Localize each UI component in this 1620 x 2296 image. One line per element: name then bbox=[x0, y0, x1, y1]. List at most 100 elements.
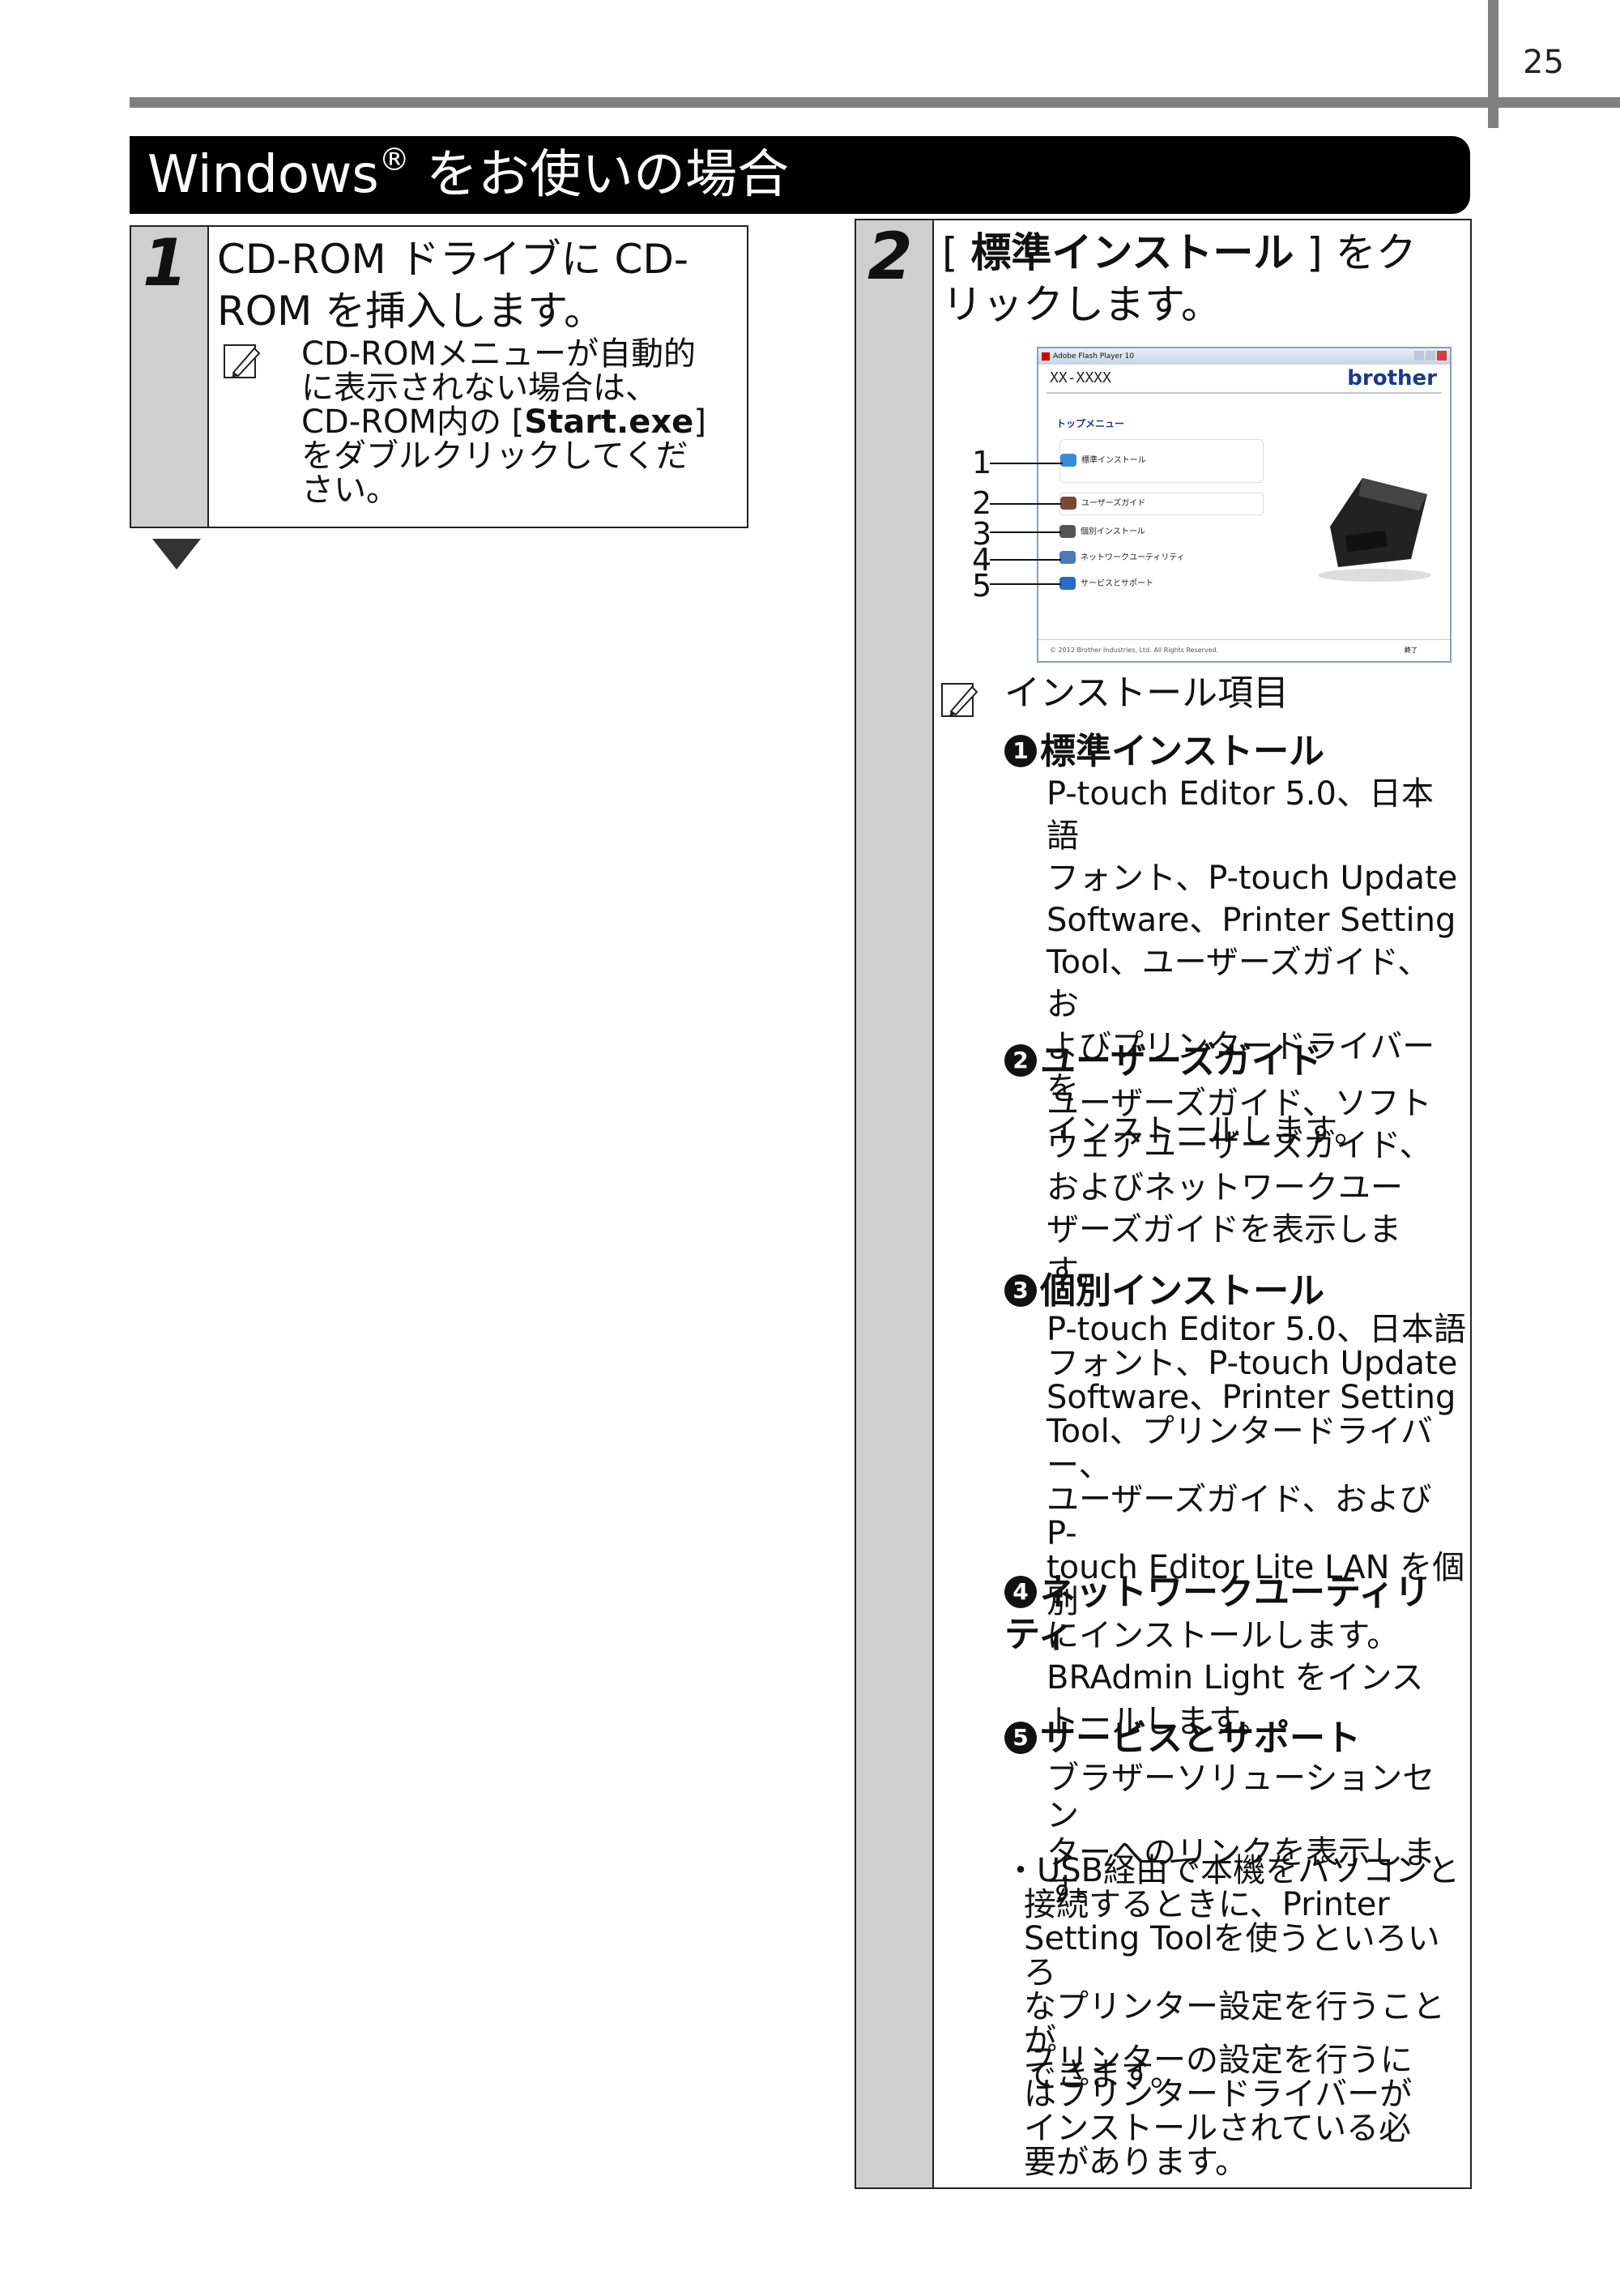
book-icon bbox=[1060, 497, 1076, 510]
body-line: およびネットワークユー bbox=[1047, 1169, 1403, 1206]
bracket: [ bbox=[942, 229, 971, 276]
body-line: P-touch Editor 5.0、日本語 bbox=[1047, 775, 1434, 855]
usb-note: ・USB経由で本機をパソコンと 接続するときに、Printer Setting … bbox=[1004, 1854, 1466, 2092]
note-text: CD-ROM内の [ bbox=[301, 403, 525, 441]
note-pencil-icon bbox=[222, 340, 262, 384]
cdrom-menu-screenshot: Adobe Flash Player 10 XX-XXXX brother トッ… bbox=[1037, 347, 1452, 663]
step-number: 1 bbox=[143, 225, 188, 301]
body-line: ターへのリンクを表示します。 bbox=[1047, 1834, 1435, 1909]
brother-logo: brother bbox=[1347, 366, 1437, 390]
page-number: 25 bbox=[1523, 44, 1564, 81]
body-line: ウェアユーザーズガイド、 bbox=[1047, 1127, 1432, 1164]
step-number-column: 1 bbox=[131, 227, 209, 527]
install-item-body: P-touch Editor 5.0、日本語 フォント、P-touch Upda… bbox=[1004, 773, 1458, 1152]
monitor-icon bbox=[1059, 551, 1076, 564]
install-item-body: P-touch Editor 5.0、日本語 フォント、P-touch Upda… bbox=[1004, 1312, 1466, 1653]
para-line: はプリンタードライバーが bbox=[1024, 2076, 1413, 2113]
divider bbox=[1047, 392, 1442, 394]
bullet-line: 接続するときに、Printer bbox=[1024, 1886, 1390, 1923]
install-item-body: ユーザーズガイド、ソフト ウェアユーザーズガイド、 およびネットワークユー ザー… bbox=[1004, 1082, 1458, 1293]
body-line: Software、Printer Setting bbox=[1047, 1379, 1456, 1416]
body-line: にインストールします。 bbox=[1047, 1617, 1400, 1654]
step-text: ] をク bbox=[1294, 229, 1417, 276]
body-line: インストールします。 bbox=[1047, 1112, 1367, 1150]
bullet-line: ・USB経由で本機をパソコンと bbox=[1004, 1852, 1460, 1889]
body-line: フォント、P-touch Update bbox=[1047, 1345, 1458, 1382]
driver-note: プリンターの設定を行うに はプリンタードライバーが インストールされている必 要… bbox=[1024, 2043, 1461, 2179]
body-line: ユーザーズガイド、ソフト bbox=[1047, 1085, 1432, 1122]
para-line: 要があります。 bbox=[1024, 2144, 1247, 2181]
person-icon bbox=[1059, 577, 1076, 590]
down-arrow-icon bbox=[152, 539, 201, 570]
screenshot-titlebar: Adobe Flash Player 10 bbox=[1038, 348, 1450, 365]
para-line: プリンターの設定を行うに bbox=[1024, 2042, 1413, 2079]
install-item-body: BRAdmin Light をインス トールします。 bbox=[1004, 1656, 1458, 1743]
body-line: ブラザーソリューションセン bbox=[1047, 1760, 1435, 1834]
callout-3: 3 bbox=[972, 516, 992, 552]
section-title: Windows® をお使いの場合 bbox=[130, 136, 1470, 214]
screenshot-model: XX-XXXX bbox=[1050, 369, 1111, 386]
body-line: ユーザーズガイド、および P- bbox=[1047, 1481, 1432, 1552]
menu-label: ネットワークユーティリティ bbox=[1081, 553, 1185, 562]
para-line: インストールされている必 bbox=[1024, 2110, 1411, 2147]
flash-icon bbox=[1042, 352, 1050, 361]
item-number-badge: 4 bbox=[1004, 1576, 1037, 1608]
window-controls-icon bbox=[1414, 351, 1447, 361]
note-line: さい。 bbox=[301, 472, 399, 509]
body-line: BRAdmin Light をインス bbox=[1047, 1659, 1424, 1696]
item-number-badge: 1 bbox=[1004, 735, 1037, 767]
menu-label: 個別インストール bbox=[1081, 527, 1145, 536]
bullet-line: できます。 bbox=[1024, 2056, 1183, 2093]
install-items-heading: インストール項目 bbox=[1004, 672, 1290, 714]
install-item-body: ブラザーソリューションセン ターへのリンクを表示します。 bbox=[1004, 1760, 1466, 1909]
menu-custom-install: 個別インストール bbox=[1059, 522, 1145, 543]
item-title-text: ネットワークユーティリティ bbox=[1004, 1572, 1430, 1655]
item-number-badge: 5 bbox=[1004, 1722, 1037, 1754]
titlebar-text: Adobe Flash Player 10 bbox=[1053, 352, 1135, 361]
menu-label: 標準インストール bbox=[1081, 456, 1146, 465]
body-line: トールします。 bbox=[1047, 1703, 1270, 1740]
item-number-badge: 3 bbox=[1004, 1274, 1037, 1307]
note-line: CD-ROMメニューが自動的 bbox=[301, 335, 696, 373]
body-line: Tool、プリンタードライバー、 bbox=[1047, 1413, 1433, 1484]
step-number-column: 2 bbox=[856, 220, 934, 2187]
header-vertical-bar bbox=[1488, 0, 1498, 128]
callout-line bbox=[990, 559, 1061, 561]
note-line: に表示されない場合は、 bbox=[301, 369, 658, 407]
callout-line bbox=[990, 531, 1061, 533]
step-2-line: [ 標準インストール ] をク bbox=[942, 227, 1460, 279]
section-title-rest: をお使いの場合 bbox=[409, 145, 790, 205]
header-horizontal-rule bbox=[130, 97, 1620, 108]
item-title-text: 標準インストール bbox=[1040, 731, 1325, 772]
body-line: よびプリンタードライバーを bbox=[1047, 1028, 1435, 1107]
note-pencil-icon bbox=[940, 679, 980, 723]
screenshot-footer: © 2012 Brother Industries, Ltd. All Righ… bbox=[1038, 639, 1450, 661]
item-title-text: ユーザーズガイド bbox=[1040, 1040, 1323, 1082]
callout-1: 1 bbox=[972, 445, 992, 480]
bullet-line: なプリンター設定を行うことが bbox=[1024, 1988, 1445, 2059]
item-number-badge: 2 bbox=[1004, 1044, 1037, 1077]
bullet-line: Setting Toolを使うといろいろ bbox=[1024, 1920, 1440, 1991]
callout-line bbox=[990, 463, 1063, 464]
body-line: P-touch Editor 5.0、日本語 bbox=[1047, 1311, 1466, 1348]
body-line: Software、Printer Setting bbox=[1047, 902, 1456, 939]
step-1-text: CD-ROM ドライブに CD-ROM を挿入します。 bbox=[217, 236, 688, 335]
item-title-text: サービスとサポート bbox=[1040, 1718, 1361, 1759]
item-title-text: 個別インストール bbox=[1040, 1270, 1325, 1312]
menu-service-support: サービスとサポート bbox=[1059, 574, 1153, 595]
menu-label: ユーザーズガイド bbox=[1081, 499, 1146, 508]
callout-2: 2 bbox=[972, 485, 992, 521]
body-line: フォント、P-touch Update bbox=[1047, 860, 1458, 897]
note-line: CD-ROM内の [Start.exe] bbox=[301, 405, 739, 439]
step-1-note: CD-ROMメニューが自動的 に表示されない場合は、 CD-ROM内の [Sta… bbox=[301, 337, 739, 507]
body-line: Tool、ユーザーズガイド、お bbox=[1047, 944, 1430, 1023]
copyright-text: © 2012 Brother Industries, Ltd. All Righ… bbox=[1050, 647, 1219, 654]
